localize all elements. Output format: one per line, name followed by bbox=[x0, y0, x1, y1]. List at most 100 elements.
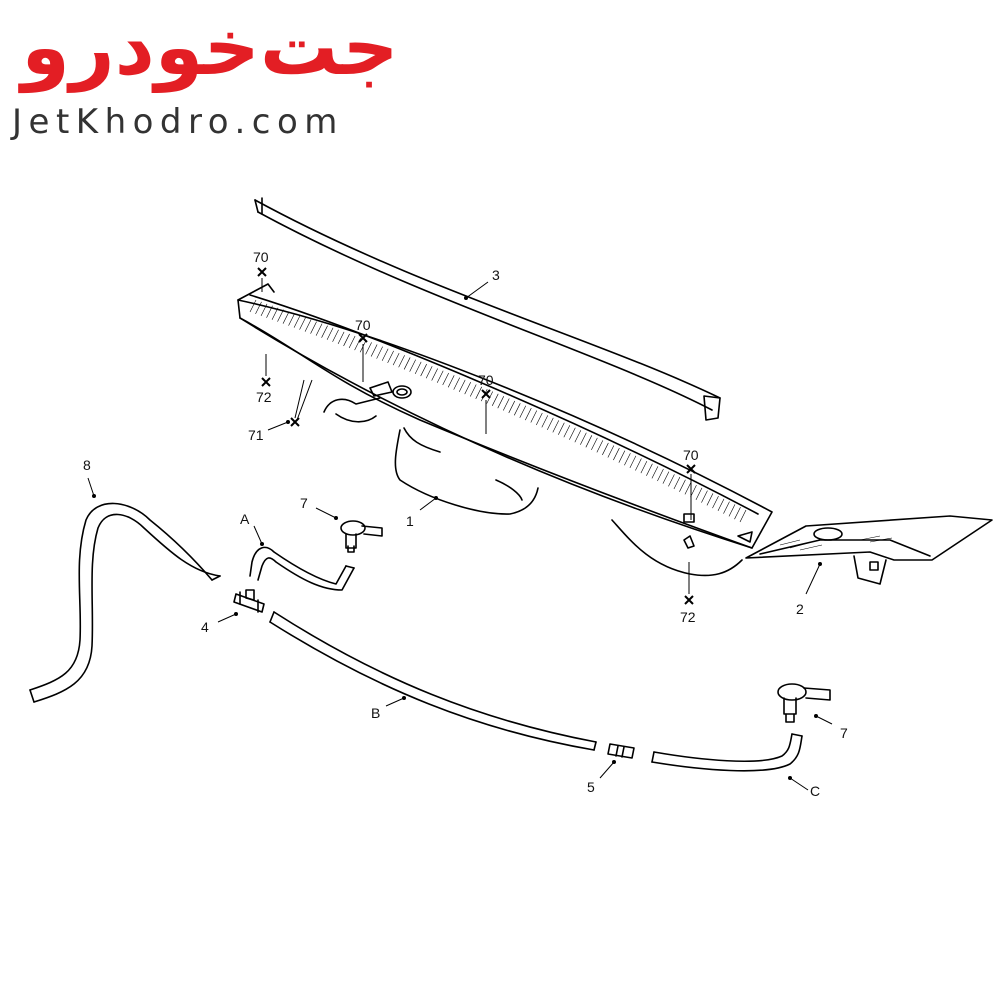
callout-fastener-72-left: 72 bbox=[256, 389, 272, 405]
fastener-markers bbox=[257, 267, 696, 605]
grille-hatch-line bbox=[508, 400, 516, 414]
grille-hatch-line bbox=[337, 331, 345, 344]
grille-hatch-line bbox=[442, 372, 449, 386]
grille-hatch-line bbox=[288, 313, 295, 326]
grille-hatch-line bbox=[403, 357, 411, 370]
grille-hatch-line bbox=[299, 317, 306, 330]
logo-persian-text: جت‌خودرو bbox=[17, 3, 398, 93]
callout-fastener-70-center-left: 70 bbox=[355, 317, 371, 333]
grille-hatch-line bbox=[558, 422, 565, 435]
grille-hatch-line bbox=[425, 366, 433, 379]
grille-hatch-line bbox=[536, 412, 543, 426]
callout-part-3: 3 bbox=[492, 267, 500, 283]
grille-hatch-line bbox=[365, 342, 372, 355]
grille-hatch-line bbox=[519, 405, 527, 418]
grille-hatch-line bbox=[436, 370, 444, 383]
grille-hatch-line bbox=[673, 476, 681, 490]
grille-hatch-line bbox=[602, 442, 609, 456]
callout-part-4: 4 bbox=[201, 619, 209, 635]
callout-fastener-70-right: 70 bbox=[683, 447, 699, 463]
grille-hatch-line bbox=[431, 368, 438, 381]
grille-hatch-line bbox=[613, 447, 620, 461]
callout-fastener-70-center: 70 bbox=[478, 372, 494, 388]
grille-hatch-line bbox=[447, 375, 455, 388]
grille-hatch-line bbox=[569, 427, 576, 440]
grille-hatch-line bbox=[629, 455, 637, 468]
hose-part-8 bbox=[29, 502, 221, 703]
callout-fastener-70-left: 70 bbox=[253, 249, 269, 265]
grille-hatch-line bbox=[514, 403, 521, 416]
t-connector-part-4 bbox=[233, 589, 265, 613]
grille-hatch-line bbox=[739, 509, 747, 523]
grille-hatch-line bbox=[502, 398, 510, 411]
grille-hatch-line bbox=[260, 303, 268, 316]
grille-hatch-line bbox=[547, 417, 554, 431]
leader-lines bbox=[87, 278, 833, 791]
grille-hatch-line bbox=[734, 507, 741, 520]
grille-hatch-line bbox=[530, 410, 538, 423]
side-cowl-part-2 bbox=[745, 515, 993, 585]
leader-dots bbox=[92, 296, 822, 780]
grille-hatch-line bbox=[348, 335, 356, 349]
grille-hatch-line bbox=[618, 450, 626, 463]
grille-hatch-line bbox=[315, 323, 323, 336]
grille-hatch-line bbox=[684, 482, 692, 495]
grille-hatch-line bbox=[409, 359, 416, 372]
grille-hatch-line bbox=[596, 440, 604, 453]
grille-hatch-line bbox=[332, 329, 339, 342]
callout-hose-b: B bbox=[371, 705, 380, 721]
grille-hatch-line bbox=[717, 498, 725, 511]
grille-hatch-line bbox=[376, 346, 383, 359]
grille-hatch-line bbox=[381, 348, 389, 361]
grille-hatch-line bbox=[712, 495, 719, 509]
grille-hatch-line bbox=[552, 420, 560, 433]
grille-hatch-line bbox=[585, 435, 593, 448]
callout-labels: 3 1 2 8 A 7 4 B 5 7 C 70 70 70 70 72 71 … bbox=[83, 249, 848, 799]
grille-hatch-line bbox=[607, 445, 615, 458]
grille-hatch-line bbox=[640, 460, 648, 474]
grille-hatch-line bbox=[271, 307, 279, 320]
logo-persian: جت‌خودرو bbox=[17, 3, 398, 93]
grille-hatch-line bbox=[668, 474, 675, 487]
callout-hose-c: C bbox=[810, 783, 820, 799]
grille-hatch-line bbox=[282, 311, 290, 324]
grille-hatch-line bbox=[255, 301, 262, 315]
grille-hatch-line bbox=[646, 463, 653, 476]
grille-hatch-line bbox=[624, 453, 631, 466]
callout-part-8: 8 bbox=[83, 457, 91, 473]
grille-hatch-line bbox=[651, 466, 659, 479]
grille-hatch-line bbox=[420, 363, 427, 377]
callout-part-7-upper: 7 bbox=[300, 495, 308, 511]
grille-hatch-line bbox=[343, 333, 350, 347]
callout-part-1: 1 bbox=[406, 513, 414, 529]
grille-hatch-line bbox=[414, 361, 422, 374]
grille-hatch-line bbox=[563, 425, 571, 438]
grille-hatch-line bbox=[497, 396, 505, 409]
cowl-grille-part-1 bbox=[237, 283, 773, 549]
grille-hatch-line bbox=[453, 377, 460, 390]
grille-hatch-line bbox=[525, 407, 532, 421]
grille-hatch-line bbox=[679, 479, 686, 492]
grille-hatch-line bbox=[266, 305, 273, 318]
grille-hatch-line bbox=[701, 490, 708, 503]
callout-hose-a: A bbox=[240, 511, 250, 527]
hose-c bbox=[651, 733, 803, 772]
grille-hatch-line bbox=[398, 355, 405, 368]
callout-fastener-71: 71 bbox=[248, 427, 264, 443]
hose-b bbox=[269, 611, 597, 751]
grille-hatch-line bbox=[249, 299, 257, 313]
grille-hatch-line bbox=[464, 382, 471, 395]
grille-hatch-line bbox=[475, 386, 482, 399]
washer-nozzle-upper bbox=[340, 520, 383, 553]
grille-hatch-line bbox=[293, 315, 301, 328]
logo-latin-text: JetKhodro.com bbox=[12, 102, 344, 142]
washer-nozzle-lower bbox=[777, 683, 831, 723]
grille-clip bbox=[683, 535, 695, 549]
washer-reservoir bbox=[323, 381, 539, 515]
grille-hatch-line bbox=[574, 430, 582, 443]
grille-hatch-line bbox=[277, 309, 284, 322]
callout-part-5: 5 bbox=[587, 779, 595, 795]
grille-hatch-line bbox=[387, 350, 394, 364]
grille-hatch-line bbox=[728, 504, 736, 517]
